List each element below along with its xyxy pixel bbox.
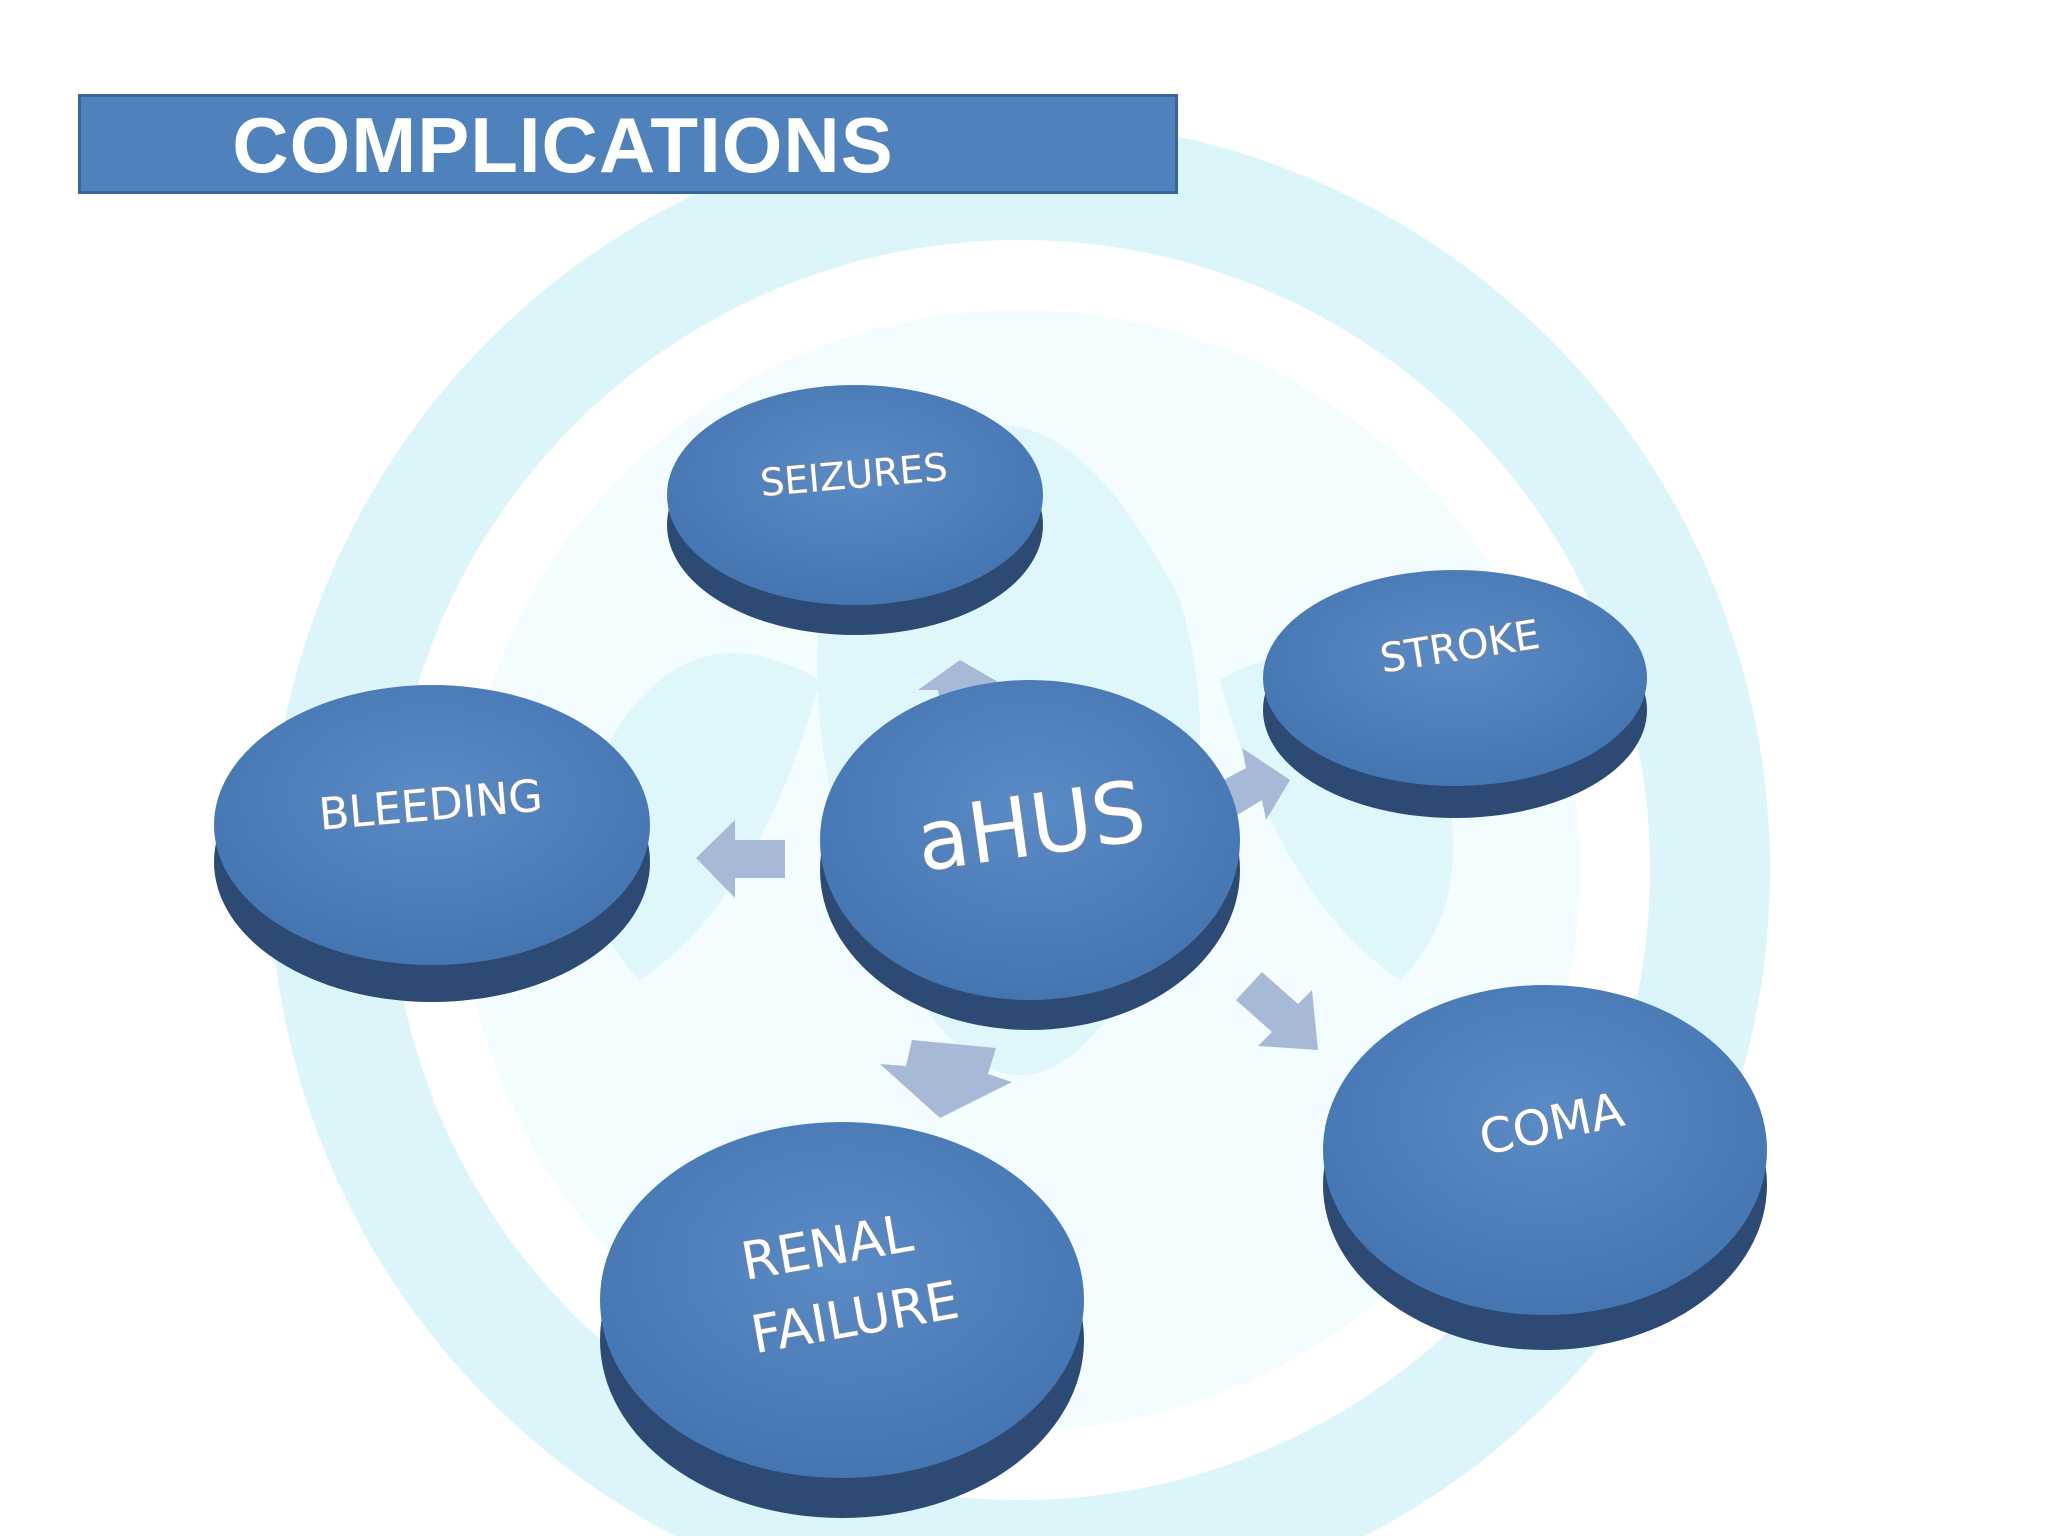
- node-seizures: SEIZURES: [667, 385, 1043, 635]
- arrow-to-renal-failure: [880, 1040, 1012, 1118]
- node-coma: COMA: [1323, 985, 1767, 1350]
- node-renal-failure: RENAL FAILURE: [600, 1122, 1084, 1518]
- arrow-to-coma: [1236, 972, 1318, 1050]
- node-bleeding: BLEEDING: [214, 685, 650, 1002]
- page-title: COMPLICATIONS: [232, 101, 894, 189]
- arrow-to-bleeding: [696, 820, 785, 898]
- title-bar: COMPLICATIONS: [78, 94, 1178, 194]
- node-center-ahus: aHUS: [820, 680, 1240, 1030]
- node-stroke: STROKE: [1263, 570, 1647, 818]
